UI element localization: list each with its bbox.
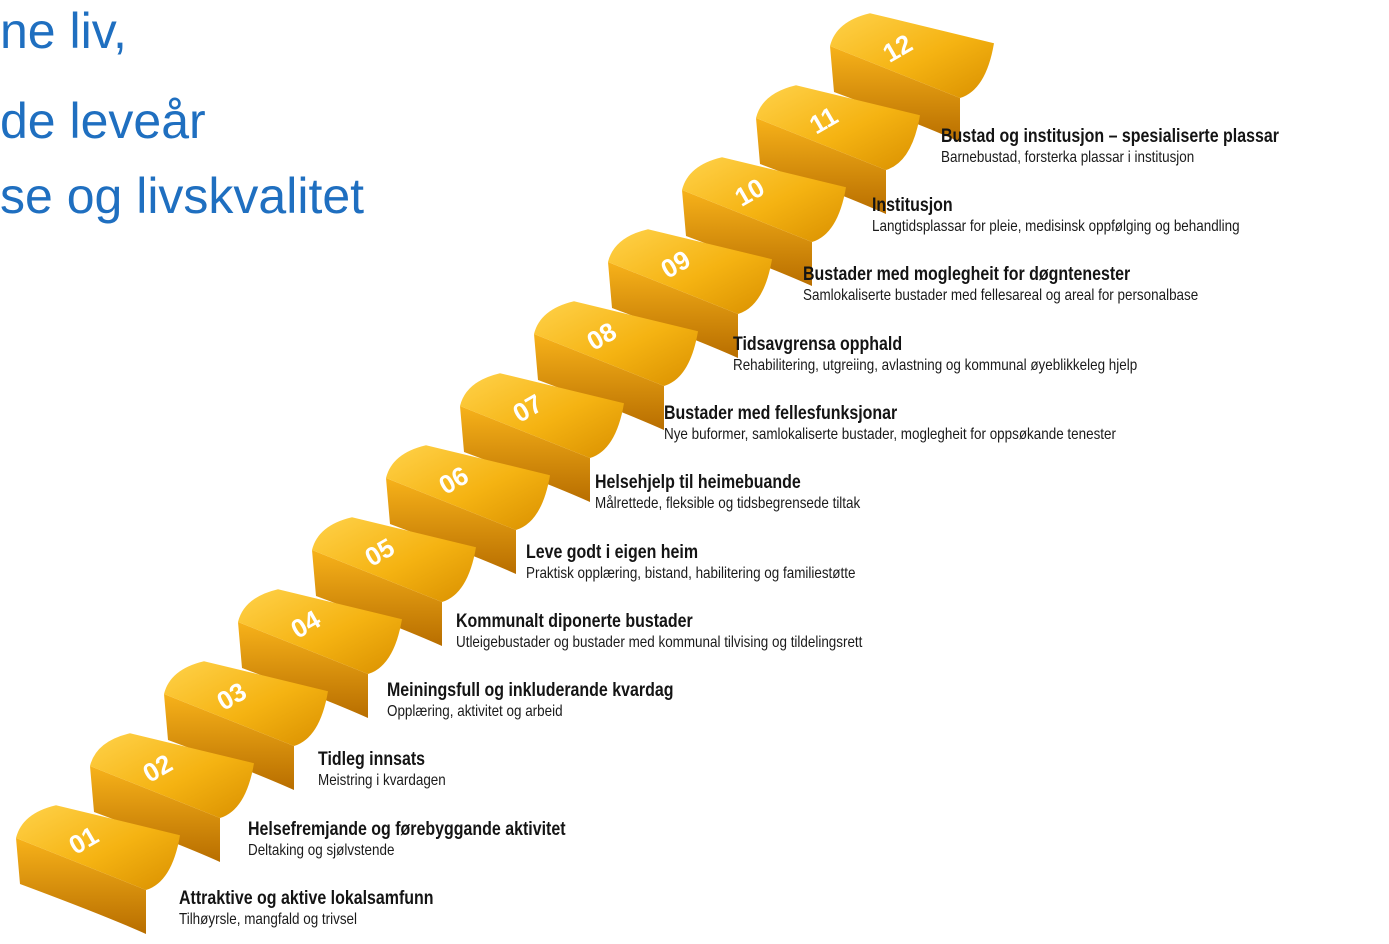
step-riser [460,406,590,502]
step-description: Utleigebustader og bustader med kommunal… [456,633,863,651]
step-tread [386,445,550,530]
step-riser [164,694,294,790]
step-title: Kommunalt diponerte bustader [456,610,693,632]
step-title: Leve godt i eigen heim [525,541,698,563]
step-riser [90,766,220,862]
step-07: 07 [460,373,624,502]
step-description: Meistring i kvardagen [317,772,446,790]
step-tread [312,517,476,602]
step-riser [608,262,738,358]
step-title: Tidsavgrensa opphald [733,333,903,355]
step-tread [830,13,994,99]
step-04: 04 [238,589,402,718]
step-label-02: Helsefremjande og førebyggande aktivitet… [248,819,626,861]
step-riser [756,118,886,214]
step-description: Opplæring, aktivitet og arbeid [386,703,563,721]
step-title: Institusjon [872,195,953,216]
step-01: 01 [16,805,180,934]
step-description: Langtidsplassar for pleie, medisinsk opp… [872,218,1240,235]
step-10: 10 [682,157,846,286]
step-tread [238,589,402,674]
step-tread [534,301,698,386]
step-description: Deltaking og sjølvstende [248,841,395,859]
step-title: Meiningsfull og inkluderande kvardag [386,680,674,702]
step-description: Nye buformer, samlokaliserte bustader, m… [664,425,1117,443]
step-description: Rehabilitering, utgreiing, avlastning og… [733,356,1138,374]
step-tread [682,157,846,242]
step-riser [238,622,368,718]
heading-line-2: de leveår [0,93,206,149]
step-tread [460,373,624,458]
step-06: 06 [386,445,550,574]
step-05: 05 [312,517,476,646]
step-02: 02 [90,733,254,862]
step-title: Tidleg innsats [317,749,425,771]
step-12: 12 [830,13,994,142]
step-riser [682,190,812,286]
step-description: Praktisk opplæring, bistand, habiliterin… [525,564,855,582]
step-tread [164,661,328,746]
step-11: 11 [756,85,920,214]
step-tread [756,85,920,170]
step-tread [16,805,180,890]
step-tread [90,733,254,818]
step-title: Bustader med moglegheit for døgntenester [802,264,1130,286]
step-title: Attraktive og aktive lokalsamfunn [179,888,434,909]
step-riser [386,478,516,574]
step-riser [312,550,442,646]
step-title: Bustad og institusjon – spesialiserte pl… [941,125,1280,147]
step-riser [16,838,146,934]
step-label-12: Bustad og institusjon – spesialiserte pl… [941,126,1343,168]
step-03: 03 [164,661,328,790]
step-title: Bustader med fellesfunksjonar [664,402,898,424]
step-09: 09 [608,229,772,358]
heading-line-3: se og livskvalitet [0,168,365,224]
step-label-10: Bustader med moglegheit for døgntenester… [803,264,1273,306]
step-08: 08 [534,301,698,430]
step-description: Samlokaliserte bustader med fellesareal … [802,287,1198,305]
step-description: Barnebustad, forsterka plassar i institu… [941,148,1195,166]
step-riser [830,46,960,142]
step-riser [534,334,664,430]
step-description: Målrettede, fleksible og tidsbegrensede … [594,495,861,513]
step-title: Helsefremjande og førebyggande aktivitet [248,818,566,840]
heading-line-1: ne liv, [0,3,127,59]
step-title: Helsehjelp til heimebuande [594,472,801,494]
step-tread [608,229,772,314]
step-description: Tilhøyrsle, mangfald og trivsel [179,911,358,928]
